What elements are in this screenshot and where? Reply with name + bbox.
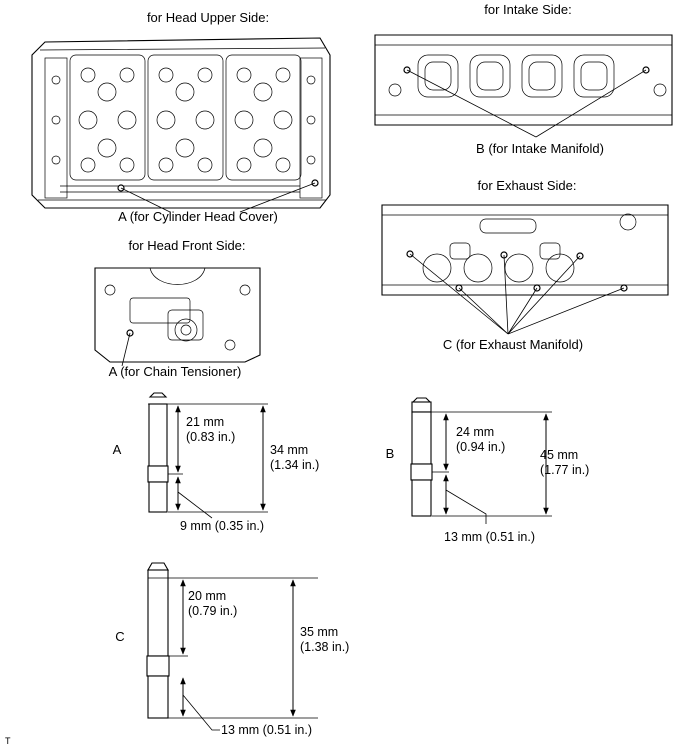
- stud-bolt-C: C 20 mm (0.79 in.) 35 mm (1.38 in.) 13 m…: [115, 562, 349, 737]
- stud-B-letter: B: [386, 446, 395, 461]
- stud-B-total-in: (1.77 in.): [540, 463, 589, 477]
- stud-B-lower: 13 mm (0.51 in.): [444, 530, 535, 544]
- stud-A-total-in: (1.34 in.): [270, 458, 319, 472]
- head-front-side-view: for Head Front Side: A (for Chain Tensio…: [94, 238, 261, 379]
- exhaust-side-callout: C (for Exhaust Manifold): [443, 337, 583, 352]
- intake-side-title: for Intake Side:: [484, 2, 571, 17]
- stud-B-upper-mm: 24 mm: [456, 425, 494, 439]
- stud-C-letter: C: [115, 629, 124, 644]
- stud-A-upper-mm: 21 mm: [186, 415, 224, 429]
- front-side-title: for Head Front Side:: [128, 238, 245, 253]
- exhaust-side-view: for Exhaust Side: C (for Exhaust Manifol…: [381, 178, 669, 352]
- stud-C-total-in: (1.38 in.): [300, 640, 349, 654]
- stud-A-letter: A: [113, 442, 122, 457]
- figure-mark: T: [5, 736, 11, 746]
- stud-C-upper-mm: 20 mm: [188, 589, 226, 603]
- stud-bolt-B: B 24 mm (0.94 in.) 45 mm (1.77 in.) 13 m…: [386, 397, 589, 544]
- intake-side-callout: B (for Intake Manifold): [476, 141, 604, 156]
- stud-C-upper-in: (0.79 in.): [188, 604, 237, 618]
- stud-A-total-mm: 34 mm: [270, 443, 308, 457]
- stud-B-total-mm: 45 mm: [540, 448, 578, 462]
- head-upper-side-view: for Head Upper Side:: [31, 10, 331, 224]
- stud-bolt-A: A 21 mm (0.83 in.) 34 mm (1.34 in.) 9 mm…: [113, 392, 319, 533]
- stud-C-total-mm: 35 mm: [300, 625, 338, 639]
- cylinder-head-top-drawing: [31, 37, 331, 209]
- cylinder-head-front-drawing: [94, 267, 261, 363]
- stud-A-upper-in: (0.83 in.): [186, 430, 235, 444]
- stud-A-lower: 9 mm (0.35 in.): [180, 519, 264, 533]
- exhaust-side-title: for Exhaust Side:: [478, 178, 577, 193]
- intake-side-view: for Intake Side: B (for Intake Manifold): [374, 2, 673, 156]
- upper-side-callout: A (for Cylinder Head Cover): [118, 209, 278, 224]
- front-side-callout: A (for Chain Tensioner): [109, 364, 242, 379]
- stud-C-lower: 13 mm (0.51 in.): [221, 723, 312, 737]
- cylinder-head-exhaust-drawing: [381, 204, 669, 296]
- stud-B-upper-in: (0.94 in.): [456, 440, 505, 454]
- upper-side-title: for Head Upper Side:: [147, 10, 269, 25]
- cylinder-head-intake-drawing: [374, 34, 673, 126]
